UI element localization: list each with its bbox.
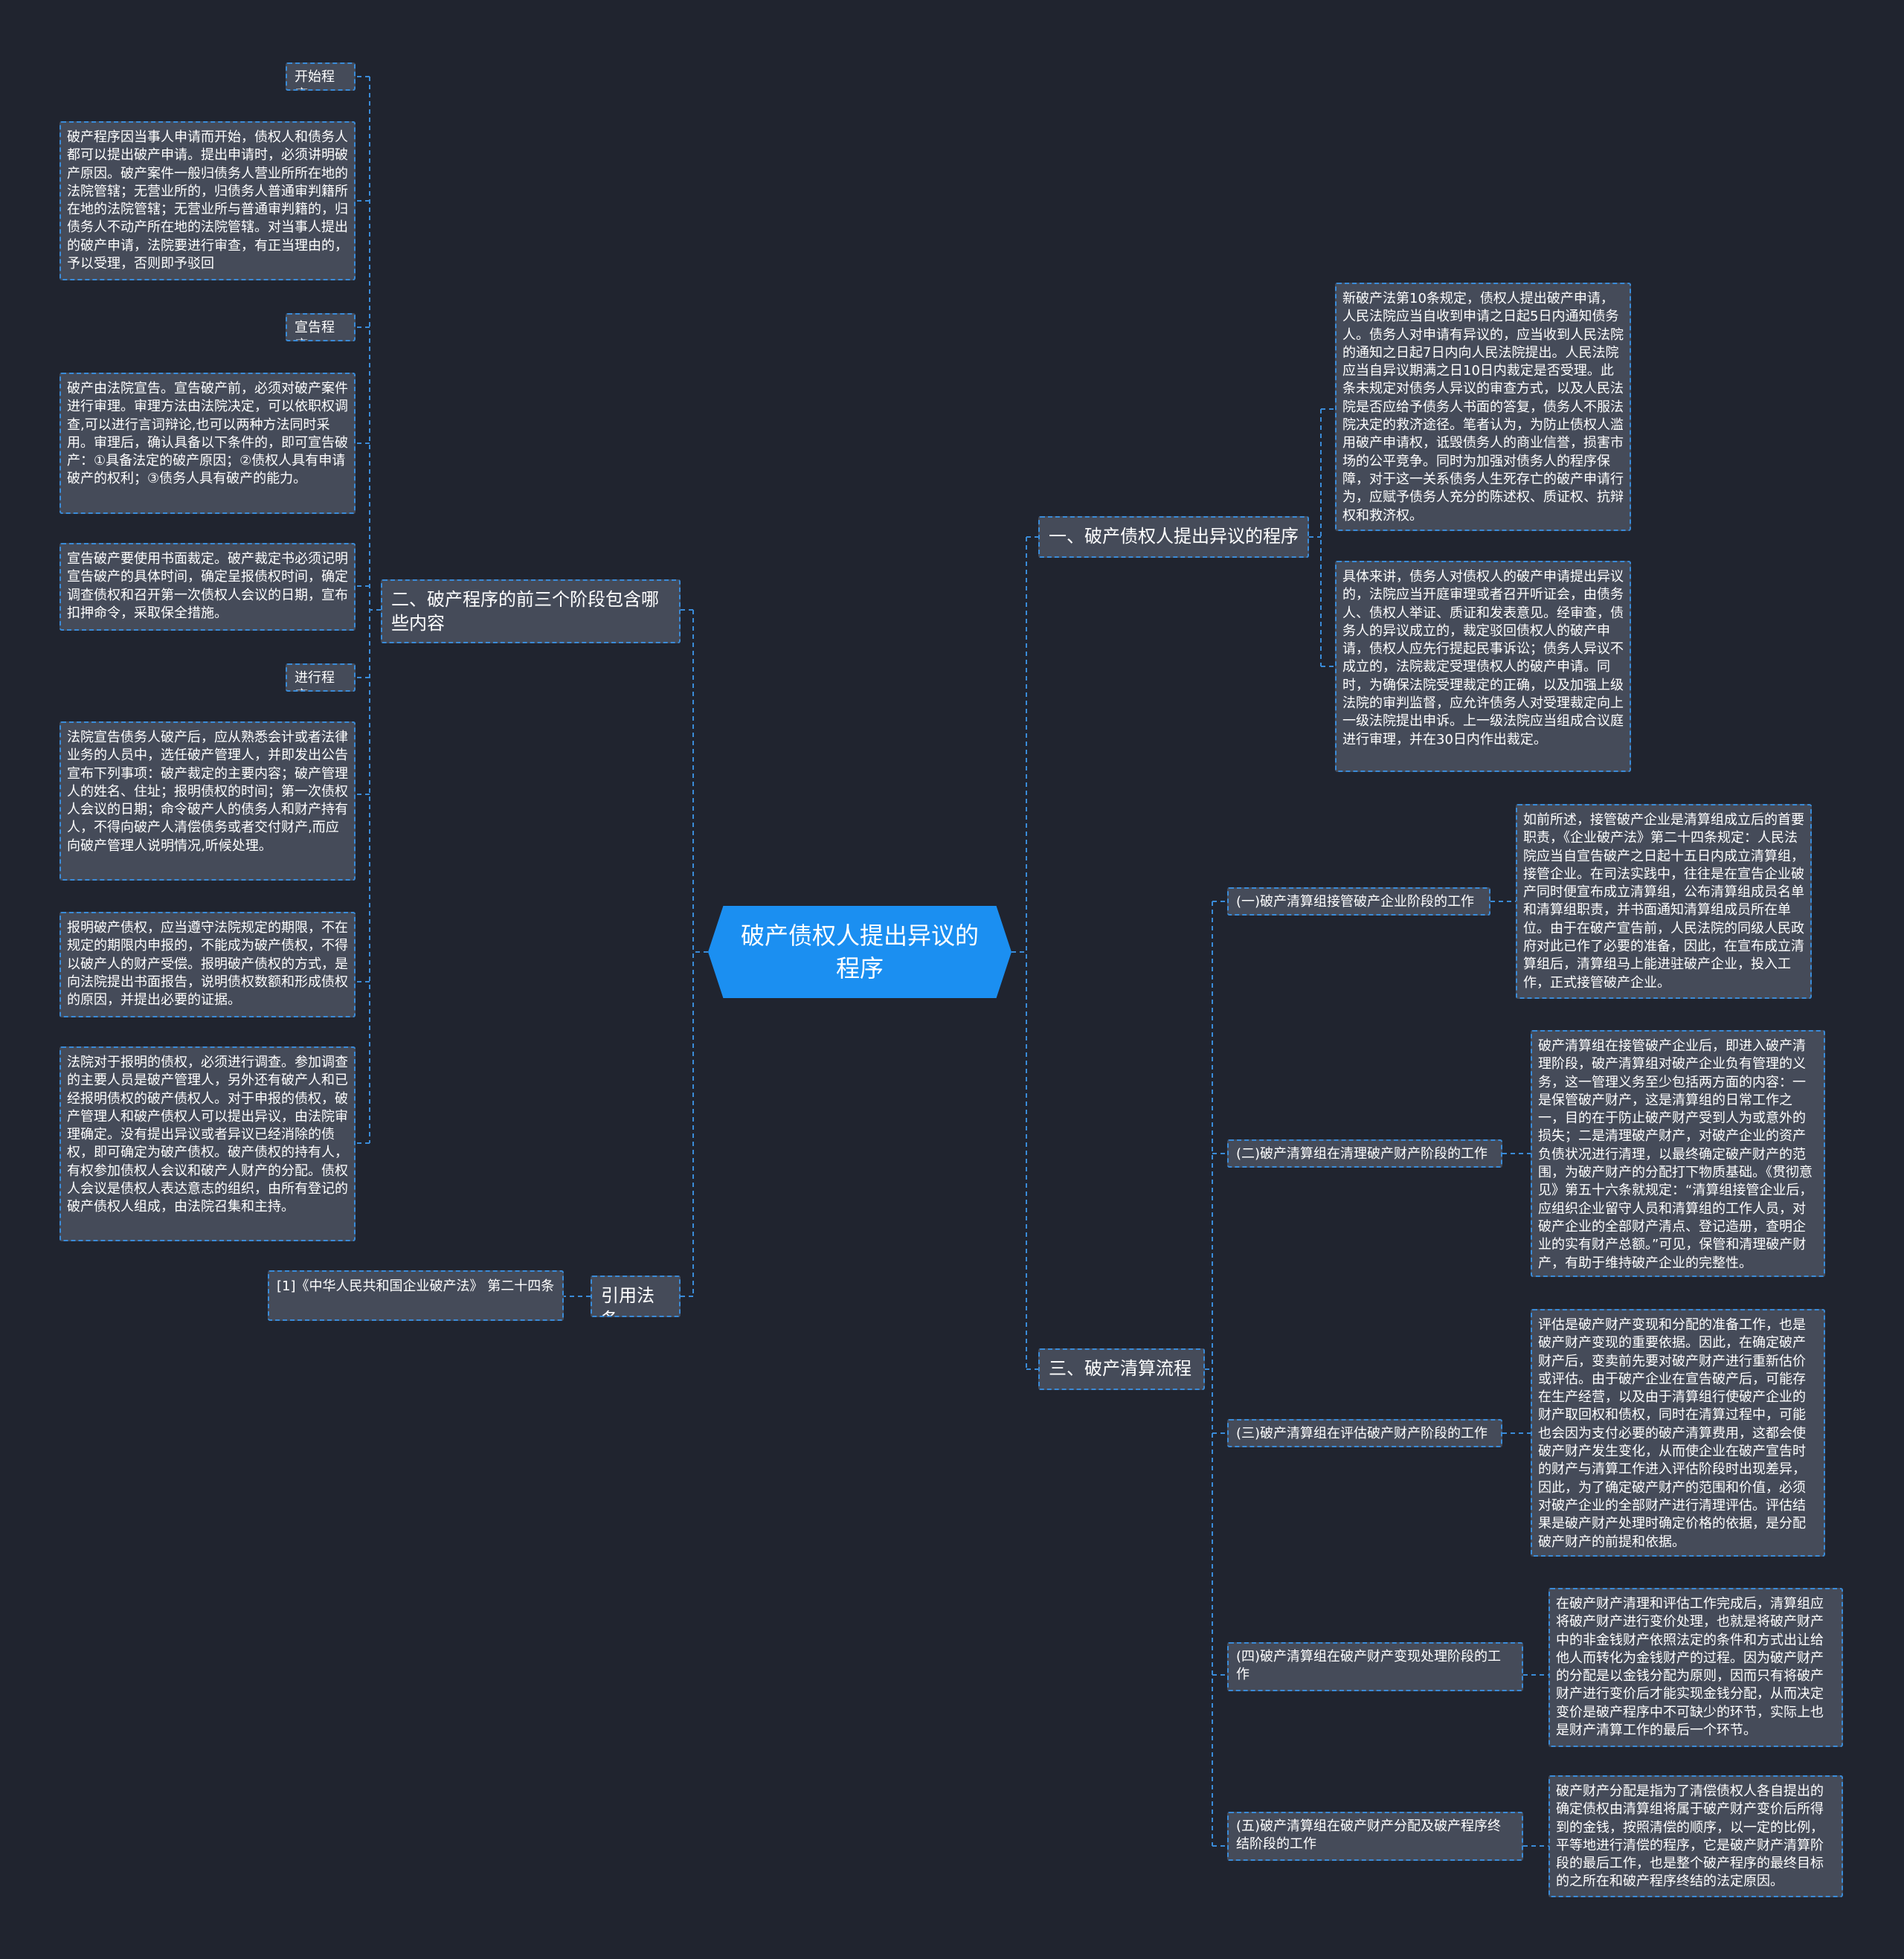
sub-takeover-stage[interactable]: (一)破产清算组接管破产企业阶段的工作 xyxy=(1227,887,1490,916)
root-node[interactable]: 破产债权人提出异议的程序 xyxy=(708,906,1012,998)
branch-liquidation-process[interactable]: 三、破产清算流程 xyxy=(1038,1348,1205,1390)
root-title: 破产债权人提出异议的程序 xyxy=(740,921,979,982)
sub-realization-stage[interactable]: (四)破产清算组在破产财产变现处理阶段的工作 xyxy=(1227,1642,1523,1691)
text-node-takeover: 如前所述，接管破产企业是清算组成立后的首要职责，《企业破产法》第二十四条规定：人… xyxy=(1516,804,1812,999)
label-proceeding-procedure[interactable]: 进行程序 xyxy=(286,663,356,692)
text-node-trustee: 法院宣告债务人破产后，应从熟悉会计或者法律业务的人员中，选任破产管理人，并即发出… xyxy=(60,721,356,881)
branch-first-three-stages[interactable]: 二、破产程序的前三个阶段包含哪些内容 xyxy=(381,579,681,643)
text-node-hearing-procedure: 具体来讲，债务人对债权人的破产申请提出异议的，法院应当开庭审理或者召开听证会，由… xyxy=(1335,561,1631,772)
text-node-valuation: 评估是破产财产变现和分配的准备工作，也是破产财产变现的重要依据。因此，在确定破产… xyxy=(1531,1309,1825,1557)
sub-distribution-stage[interactable]: (五)破产清算组在破产财产分配及破产程序终结阶段的工作 xyxy=(1227,1812,1523,1861)
sub-valuation-stage[interactable]: (三)破产清算组在评估破产财产阶段的工作 xyxy=(1227,1419,1502,1447)
label-start-procedure[interactable]: 开始程序 xyxy=(286,62,356,91)
text-node-written-ruling: 宣告破产要使用书面裁定。破产裁定书必须记明宣告破产的具体时间，确定呈报债权时间，… xyxy=(60,543,356,631)
branch-objection-procedure[interactable]: 一、破产债权人提出异议的程序 xyxy=(1038,516,1309,558)
text-node-article-10: 新破产法第10条规定，债权人提出破产申请，人民法院应当自收到申请之日起5日内通知… xyxy=(1335,283,1631,531)
text-node-claim-report: 报明破产债权，应当遵守法院规定的期限，不在规定的期限内申报的，不能成为破产债权，… xyxy=(60,912,356,1017)
text-node-declaration: 破产由法院宣告。宣告破产前，必须对破产案件进行审理。审理方法由法院决定，可以依职… xyxy=(60,373,356,514)
text-node-distribution: 破产财产分配是指为了清偿债权人各自提出的确定债权由清算组将属于破产财产变价后所得… xyxy=(1548,1775,1843,1897)
text-node-claim-investigation: 法院对于报明的债权，必须进行调查。参加调查的主要人员是破产管理人，另外还有破产人… xyxy=(60,1046,356,1241)
label-declaration-procedure[interactable]: 宣告程序 xyxy=(286,313,356,341)
text-node-citation: [1]《中华人民共和国企业破产法》 第二十四条 xyxy=(268,1270,564,1321)
sub-clearing-stage[interactable]: (二)破产清算组在清理破产财产阶段的工作 xyxy=(1227,1139,1502,1168)
text-node-start: 破产程序因当事人申请而开始，债权人和债务人都可以提出破产申请。提出申请时，必须讲… xyxy=(60,121,356,280)
branch-cited-law[interactable]: 引用法条 xyxy=(591,1276,681,1317)
text-node-realization: 在破产财产清理和评估工作完成后，清算组应将破产财产进行变价处理，也就是将破产财产… xyxy=(1548,1588,1843,1747)
text-node-clearing: 破产清算组在接管破产企业后，即进入破产清理阶段，破产清算组对破产企业负有管理的义… xyxy=(1531,1030,1825,1277)
